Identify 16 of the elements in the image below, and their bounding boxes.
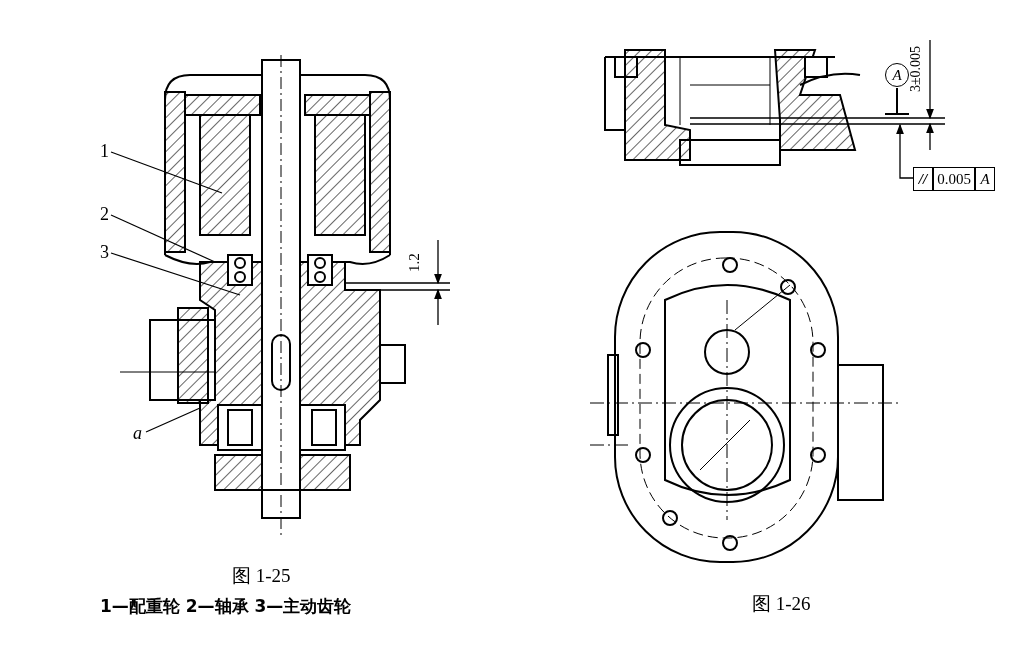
- figure-caption: 图 1-26: [752, 594, 811, 613]
- parts-legend: 1—配重轮 2—轴承 3—主动齿轮: [100, 598, 352, 615]
- callout-number: 2: [100, 205, 109, 223]
- leader-line: [110, 151, 223, 194]
- dimension-text: 1.2: [406, 253, 422, 272]
- callout-number: 1: [100, 142, 109, 160]
- figure-caption: 图 1-25: [232, 566, 291, 585]
- tolerance-value: 0.005: [933, 167, 975, 191]
- dimension-text: 3±0.005: [909, 45, 924, 93]
- leader-line: [110, 252, 241, 296]
- callout-number: a: [133, 424, 142, 442]
- parallelism-symbol: //: [913, 167, 933, 191]
- callout-number: 3: [100, 243, 109, 261]
- leader-line: [145, 407, 201, 433]
- datum-letter: A: [975, 167, 995, 191]
- leader-line: [110, 214, 216, 263]
